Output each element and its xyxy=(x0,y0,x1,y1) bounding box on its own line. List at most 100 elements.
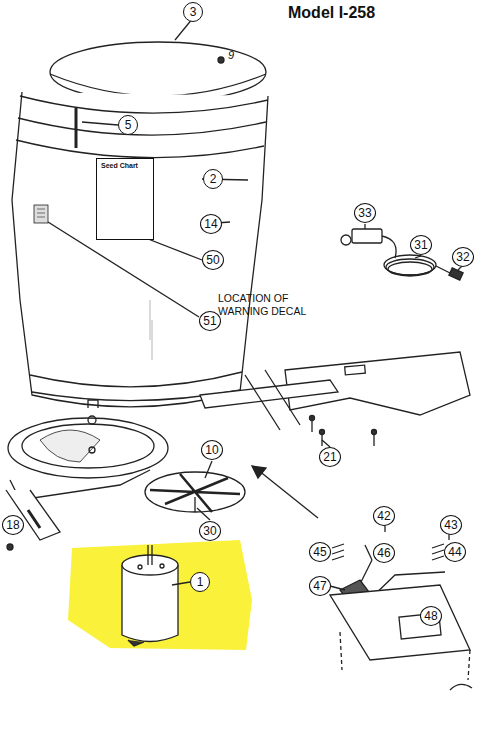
callout-text: 42 xyxy=(377,510,390,522)
screw xyxy=(218,57,224,63)
callout-text: 50 xyxy=(206,254,219,266)
slot xyxy=(345,365,366,375)
gate-bar xyxy=(200,380,338,408)
callout-number: 46 xyxy=(373,543,395,563)
bolt xyxy=(372,430,377,435)
callout-text: 51 xyxy=(203,315,216,327)
callout-text: 10 xyxy=(205,444,218,456)
hole xyxy=(138,565,142,569)
warning-note: LOCATION OF WARNING DECAL xyxy=(218,292,338,317)
warning-decal xyxy=(34,205,48,223)
callout-text: 2 xyxy=(210,173,217,185)
callout-number: 47 xyxy=(309,576,331,596)
callout-number: 1 xyxy=(190,572,210,592)
bolt-shank xyxy=(312,420,374,446)
cord-coil xyxy=(384,255,436,275)
callout-number: 42 xyxy=(373,506,395,526)
motor-shaft xyxy=(148,545,152,565)
pointer-arrow xyxy=(258,470,318,518)
callout-text: 43 xyxy=(444,519,457,531)
motor-base xyxy=(128,640,144,646)
hopper-body xyxy=(12,92,268,407)
callout-text: 32 xyxy=(456,251,469,263)
leader-line xyxy=(330,586,345,590)
gate-plate xyxy=(330,585,470,660)
callout-text: 21 xyxy=(323,451,336,463)
hopper-rim xyxy=(20,96,268,113)
shaft-hole xyxy=(88,416,96,424)
hole xyxy=(160,564,164,568)
cord-coil xyxy=(388,262,432,276)
callout-number: 43 xyxy=(440,515,462,535)
callout-text: 33 xyxy=(358,207,371,219)
chart-box: Seed Chart xyxy=(96,158,154,240)
hole xyxy=(89,447,95,453)
callout-text: 31 xyxy=(414,239,427,251)
spinner-disc xyxy=(145,472,245,512)
highlight xyxy=(68,540,252,650)
motor-body xyxy=(122,565,178,642)
callout-number: 51 xyxy=(199,311,221,331)
model-title: Model I-258 xyxy=(288,4,375,22)
callout-text: 5 xyxy=(125,119,132,131)
leader-line xyxy=(322,440,330,447)
spinner-fins xyxy=(150,474,240,512)
callout-text: 44 xyxy=(448,546,461,558)
callout-number: 2 xyxy=(203,169,223,189)
callout-number: 3 xyxy=(183,2,203,22)
base-rim xyxy=(22,424,154,468)
callout-text: 14 xyxy=(204,218,217,230)
frame-edge xyxy=(340,632,470,680)
spring xyxy=(432,544,444,560)
callout-number: 44 xyxy=(444,542,466,562)
callout-text: 3 xyxy=(190,6,197,18)
chart-title: Seed Chart xyxy=(101,162,138,169)
callout-number: 21 xyxy=(319,447,341,467)
base-plate xyxy=(8,418,168,478)
leader-line xyxy=(365,545,372,560)
switch xyxy=(352,229,382,243)
lid-rim xyxy=(50,74,266,96)
leader-line xyxy=(172,582,190,585)
plug xyxy=(449,268,463,280)
callout-number: 30 xyxy=(199,521,221,541)
callout-number: 31 xyxy=(410,235,432,255)
shaft-bearing xyxy=(88,400,98,408)
agitator-rod xyxy=(75,108,78,148)
callout-text: 46 xyxy=(377,547,390,559)
callout-text: 1 xyxy=(197,576,204,588)
wheel-bolt xyxy=(7,544,13,550)
callout-text: 45 xyxy=(313,546,326,558)
callout-number: 32 xyxy=(452,247,474,267)
leg-slot xyxy=(28,510,40,528)
arrowhead xyxy=(252,466,266,478)
callout-number: 50 xyxy=(202,250,224,270)
callout-number: 48 xyxy=(420,606,442,626)
callout-number: 33 xyxy=(354,203,376,223)
callout-number: 9 xyxy=(228,49,234,61)
callout-text: 30 xyxy=(203,525,216,537)
callout-number: 5 xyxy=(118,115,138,135)
callout-text: 48 xyxy=(424,610,437,622)
switch-knob xyxy=(341,235,351,245)
gate-rods xyxy=(245,370,300,430)
decal-lines xyxy=(37,209,45,217)
motor-top xyxy=(122,555,178,575)
leader-line xyxy=(364,224,365,229)
hopper-band xyxy=(18,118,266,135)
callout-number: 10 xyxy=(201,440,223,460)
spring xyxy=(332,544,344,560)
seam xyxy=(150,300,152,360)
leader-line xyxy=(82,122,118,125)
wire xyxy=(382,236,396,258)
bolt xyxy=(310,416,315,421)
spinner-hub xyxy=(194,497,195,512)
bolt xyxy=(320,430,325,435)
cord-coil xyxy=(386,259,434,275)
callout-number: 14 xyxy=(200,214,222,234)
callout-text: 18 xyxy=(6,519,19,531)
callout-text: 47 xyxy=(313,580,326,592)
base-opening xyxy=(40,430,100,462)
frame-edge xyxy=(450,684,472,690)
